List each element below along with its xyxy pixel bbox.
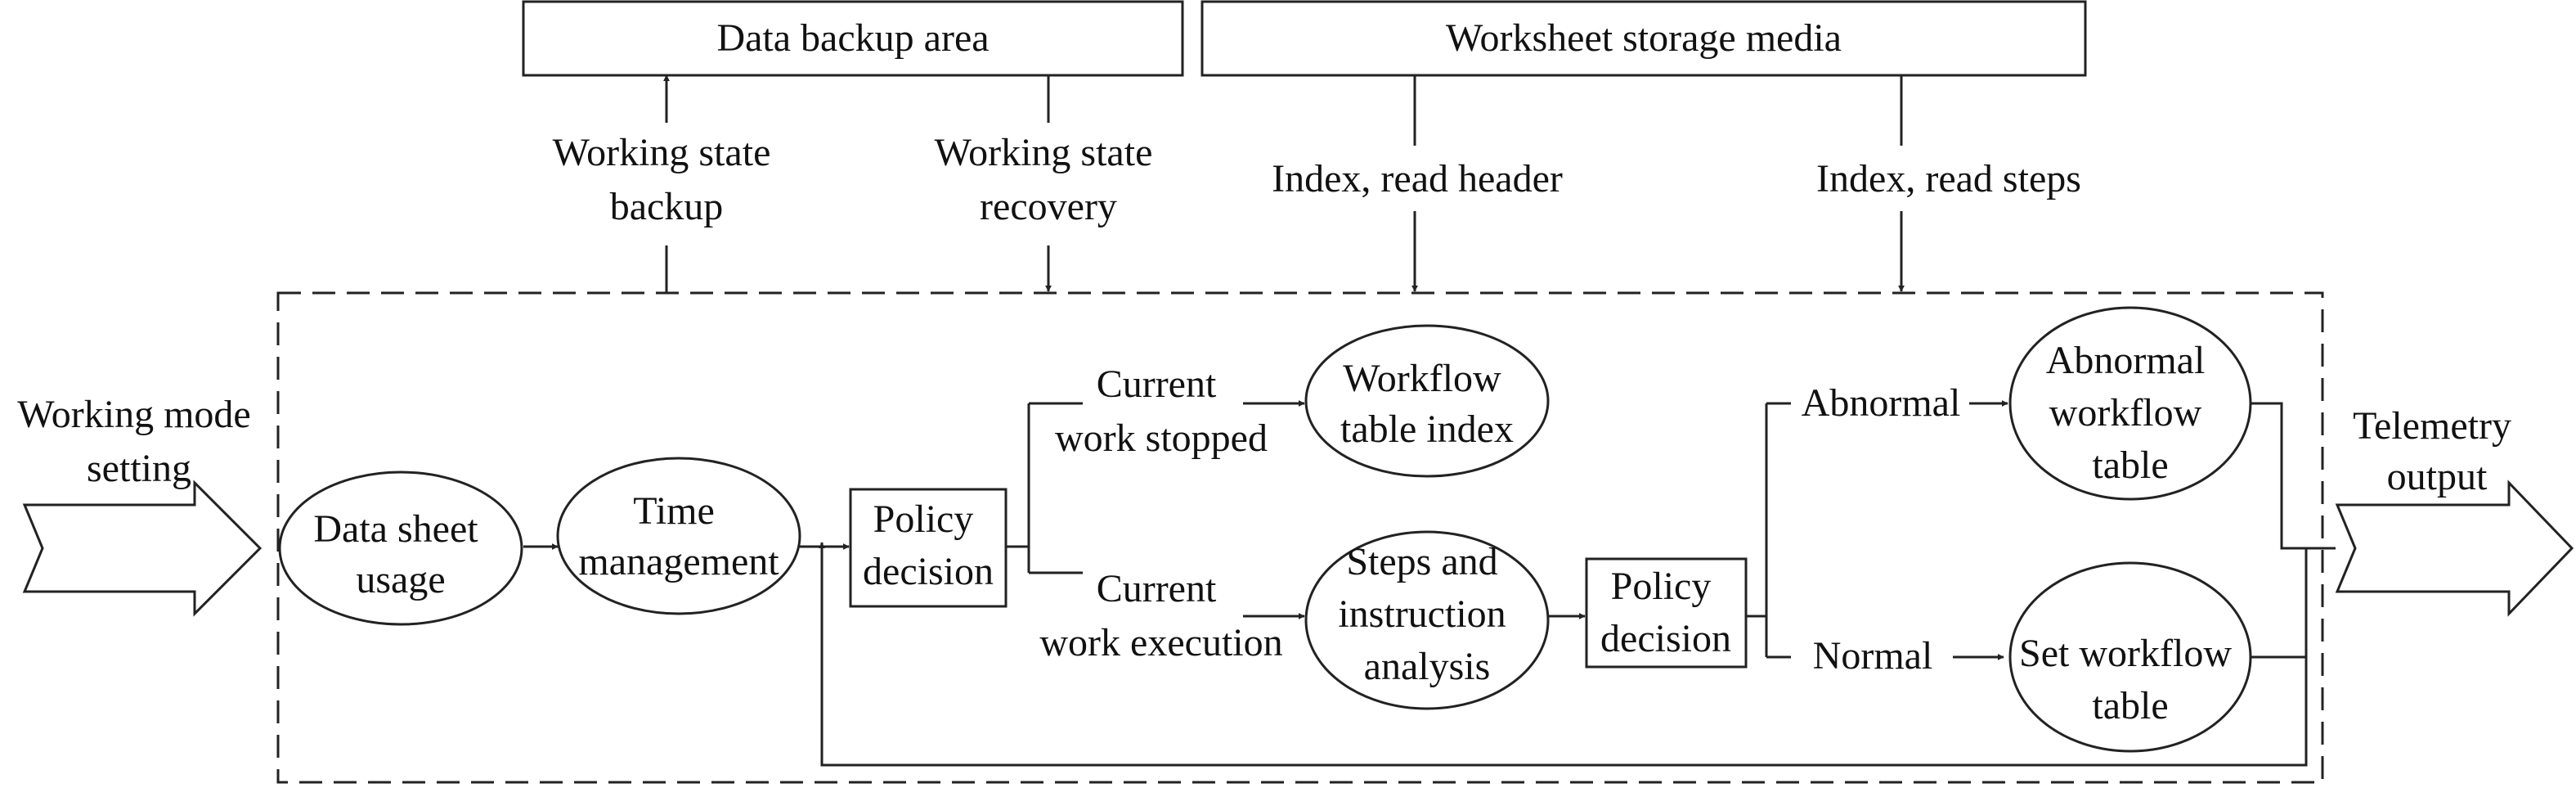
- policy-decision-1-node: Policy decision: [849, 488, 1008, 608]
- steps-instruction-analysis-node: Steps and instruction analysis: [1304, 530, 1550, 710]
- data-backup-area-label: Data backup area: [716, 16, 989, 60]
- output-arrow: [2335, 480, 2574, 617]
- workflow-table-index-node: Workflow table index: [1304, 324, 1550, 478]
- svg-text:Policy decision: Policy decision: [863, 498, 994, 593]
- data-backup-area-box: Data backup area: [522, 0, 1184, 77]
- svg-text:Policy decision: Policy decision: [1600, 565, 1731, 660]
- svg-text:Data sheet usage: Data sheet usage: [313, 507, 487, 601]
- abnormal-workflow-table-node: Abnormal workflow table: [2008, 306, 2252, 501]
- input-arrow: [22, 480, 263, 617]
- edge-abnormal-table-out: [2251, 402, 2336, 550]
- worksheet-storage-media-box: Worksheet storage media: [1200, 0, 2087, 77]
- current-work-execution-label: Current work execution: [1039, 567, 1282, 664]
- abnormal-label: Abnormal: [1802, 381, 1961, 425]
- system-boundary: [276, 291, 2324, 784]
- svg-text:Time management: Time management: [578, 489, 779, 583]
- worksheet-storage-media-label: Worksheet storage media: [1446, 16, 1842, 60]
- current-work-stopped-label: Current work stopped: [1055, 362, 1268, 460]
- index-read-steps-label: Index, read steps: [1816, 157, 2081, 200]
- policy-decision-2-node: Policy decision: [1585, 557, 1748, 669]
- svg-text:Workflow table index: Workflow table index: [1340, 357, 1514, 451]
- time-management-node: Time management: [556, 457, 801, 615]
- svg-text:Abnormal workflow: Abnormal workflow table: [2046, 339, 2215, 487]
- working-state-recovery-label: Working state recovery: [935, 131, 1163, 228]
- working-mode-setting-label: Working mode setting: [17, 393, 260, 490]
- set-workflow-table-node: Set workflow table: [2008, 561, 2252, 753]
- feedback-loop: [819, 542, 2308, 767]
- normal-label: Normal: [1813, 634, 1933, 678]
- telemetry-output-label: Telemetry output: [2353, 404, 2521, 498]
- svg-text:Steps and instruction: Steps and instruction analysis: [1338, 540, 1515, 688]
- index-read-header-label: Index, read header: [1272, 157, 1563, 200]
- edge-set-table-out: [2251, 548, 2308, 659]
- data-sheet-usage-node: Data sheet usage: [278, 471, 523, 626]
- working-state-backup-label: Working state backup: [553, 131, 781, 228]
- svg-text:Set workflow table: Set workflow table: [2019, 632, 2242, 727]
